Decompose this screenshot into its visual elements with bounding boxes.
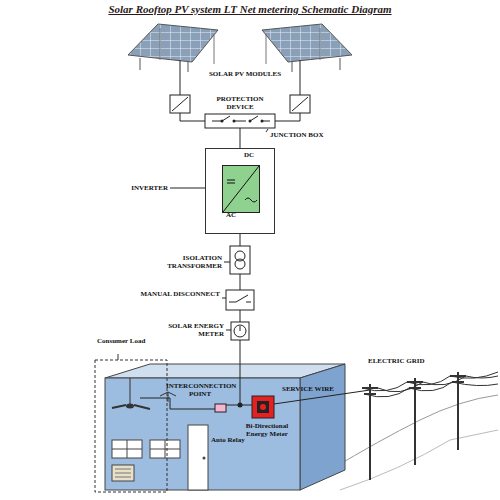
bi-directional-meter: [252, 396, 274, 418]
terminal-label: DC: [244, 151, 254, 159]
junction-box: [205, 114, 275, 128]
consumer-load-boundary: [95, 360, 167, 492]
part-label: ISOLATION TRANSFORMER: [140, 254, 222, 270]
part-label: JUNCTION BOX: [270, 131, 330, 139]
part-label: SERVICE WIRE: [282, 385, 342, 393]
manual-disconnect: [226, 290, 254, 310]
part-label: SOLAR ENERGY METER: [150, 322, 224, 338]
part-label: INVERTER: [100, 184, 168, 192]
house: [105, 364, 345, 490]
solar-panel: [262, 24, 352, 72]
solar-energy-meter: [231, 322, 249, 340]
isolation-transformer: [230, 246, 250, 274]
part-label: PROTECTION DEVICE: [205, 95, 275, 111]
part-label: MANUAL DISCONNECT: [140, 290, 220, 298]
part-label: Auto Relay: [211, 436, 251, 444]
diagram-title: Solar Rooftop PV system LT Net metering …: [0, 3, 500, 15]
inverter-symbol: [222, 165, 260, 213]
inverter-glyph: [223, 166, 259, 212]
part-label: SOLAR PV MODULES: [195, 70, 295, 78]
terminal-label: AC: [226, 211, 236, 219]
part-label: Consumer Load: [97, 337, 157, 345]
part-label: ELECTRIC GRID: [368, 357, 438, 365]
electric-grid: [362, 372, 498, 480]
part-label: Bi-Directional Energy Meter: [238, 422, 296, 438]
solar-panel: [128, 24, 218, 72]
auto-relay: [215, 404, 226, 412]
protection-device: [170, 95, 310, 113]
part-label: INTERCONNECTION POINT: [166, 382, 234, 398]
inverter-box: DC AC: [205, 148, 275, 234]
